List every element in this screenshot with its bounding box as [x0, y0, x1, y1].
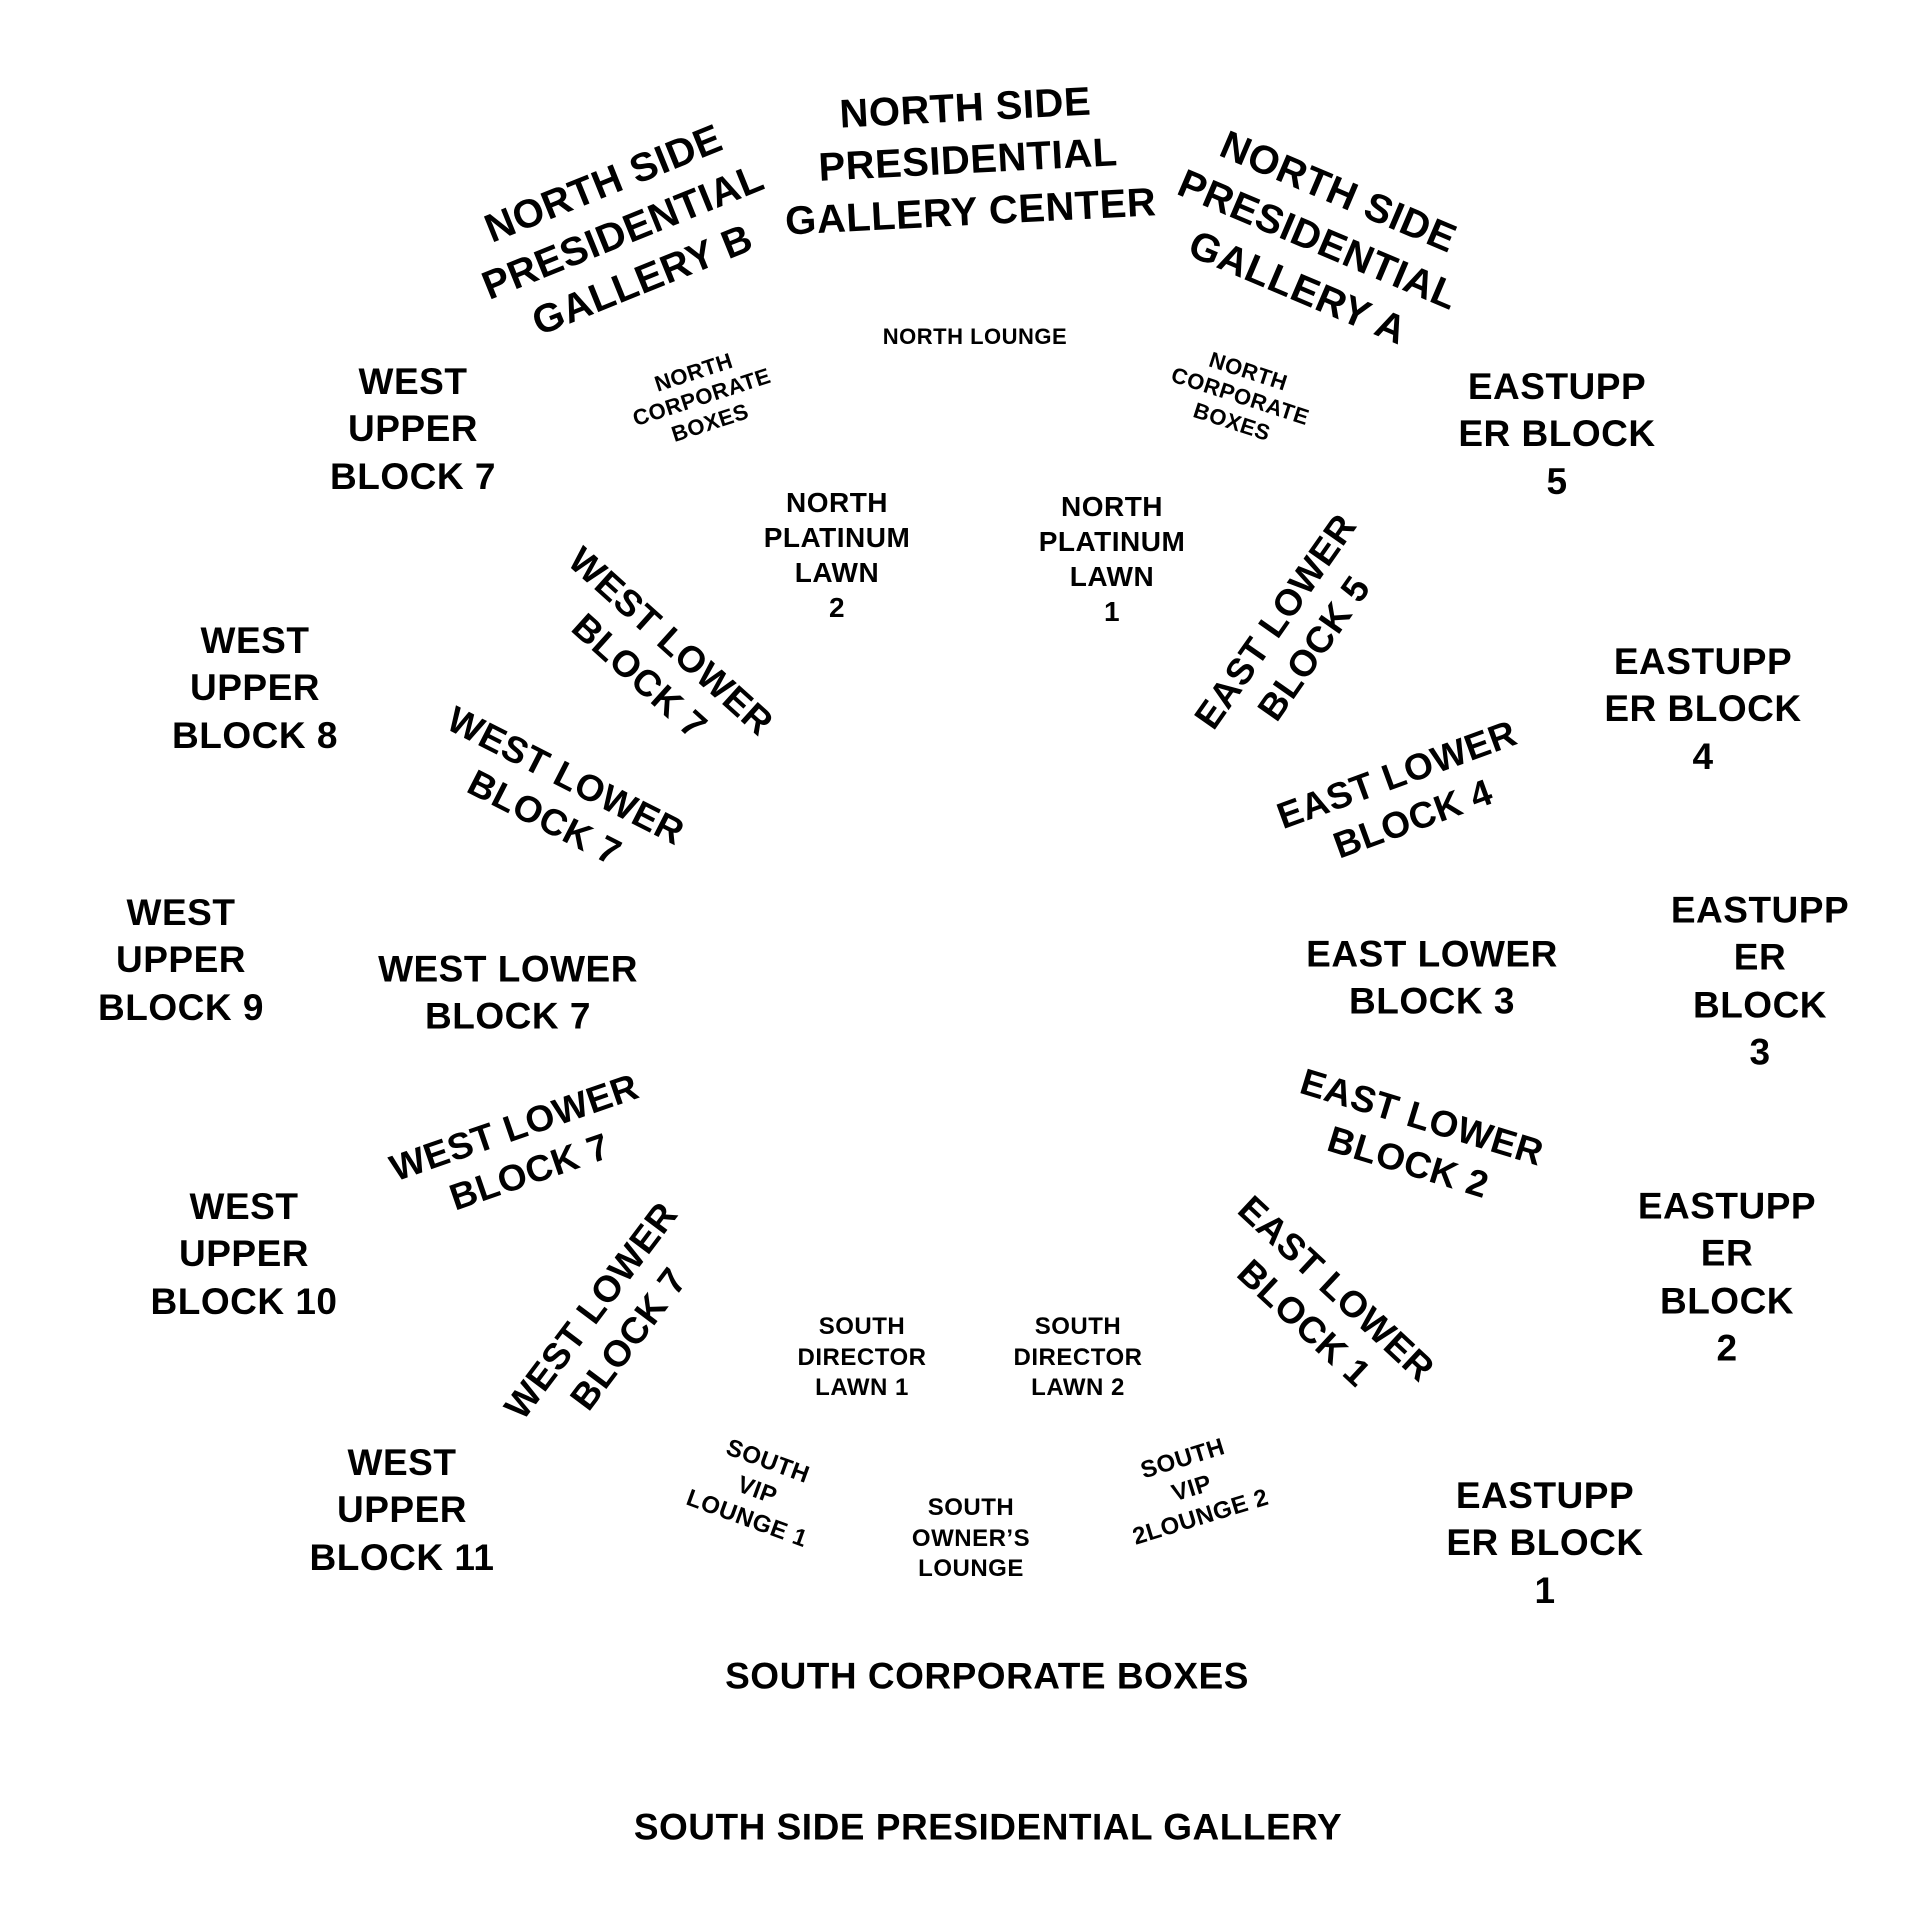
west-upper-block-11: WEST UPPER BLOCK 11: [309, 1441, 495, 1578]
west-upper-block-10: WEST UPPER BLOCK 10: [150, 1185, 338, 1322]
north-corporate-boxes-left: NORTH CORPORATE BOXES: [629, 347, 774, 447]
east-lower-block-2: EAST LOWER BLOCK 2: [1295, 1060, 1549, 1207]
east-lower-block-3: EAST LOWER BLOCK 3: [1306, 933, 1558, 1022]
east-lower-block-1: EAST LOWER BLOCK 1: [1229, 1187, 1443, 1395]
east-upper-block-5: EASTUPP ER BLOCK 5: [1458, 365, 1656, 502]
north-side-presidential-gallery-b: NORTH SIDE PRESIDENTIAL GALLERY B: [475, 116, 771, 345]
west-lower-block-7-a: WEST LOWER BLOCK 7: [560, 539, 782, 748]
south-vip-lounge-1: SOUTH VIP LOUNGE 1: [682, 1433, 814, 1554]
east-upper-block-4: EASTUPP ER BLOCK 4: [1604, 640, 1802, 777]
east-lower-block-5: EAST LOWER BLOCK 5: [1186, 506, 1379, 737]
west-upper-block-7: WEST UPPER BLOCK 7: [330, 360, 496, 497]
north-platinum-lawn-1: NORTH PLATINUM LAWN 1: [1038, 491, 1186, 627]
east-upper-block-2: EASTUPP ER BLOCK 2: [1637, 1185, 1817, 1369]
west-upper-block-8: WEST UPPER BLOCK 8: [172, 619, 338, 756]
east-lower-block-4: EAST LOWER BLOCK 4: [1271, 712, 1523, 867]
north-corporate-boxes-right: NORTH CORPORATE BOXES: [1168, 346, 1313, 446]
north-side-presidential-gallery-center: NORTH SIDE PRESIDENTIAL GALLERY CENTER: [784, 79, 1158, 244]
west-lower-block-7-b: WEST LOWER BLOCK 7: [440, 698, 691, 874]
west-lower-block-7-e: WEST LOWER BLOCK 7: [496, 1194, 696, 1427]
south-vip-lounge-2: SOUTH VIP 2LOUNGE 2: [1129, 1433, 1272, 1552]
south-owners-lounge: SOUTH OWNER’S LOUNGE: [911, 1493, 1031, 1583]
west-lower-block-7-d: WEST LOWER BLOCK 7: [384, 1065, 644, 1219]
east-upper-block-3: EASTUPP ER BLOCK 3: [1670, 889, 1850, 1073]
north-platinum-lawn-2: NORTH PLATINUM LAWN 2: [763, 487, 911, 623]
north-lounge: NORTH LOUNGE: [882, 323, 1068, 349]
south-side-presidential-gallery: SOUTH SIDE PRESIDENTIAL GALLERY: [633, 1806, 1343, 1848]
north-side-presidential-gallery-a: NORTH SIDE PRESIDENTIAL GALLERY A: [1171, 122, 1465, 354]
west-lower-block-7-c: WEST LOWER BLOCK 7: [378, 948, 638, 1037]
south-director-lawn-1: SOUTH DIRECTOR LAWN 1: [797, 1312, 927, 1402]
south-director-lawn-2: SOUTH DIRECTOR LAWN 2: [1013, 1312, 1143, 1402]
south-corporate-boxes: SOUTH CORPORATE BOXES: [725, 1655, 1249, 1697]
west-upper-block-9: WEST UPPER BLOCK 9: [98, 891, 264, 1028]
east-upper-block-1: EASTUPP ER BLOCK 1: [1446, 1474, 1644, 1611]
